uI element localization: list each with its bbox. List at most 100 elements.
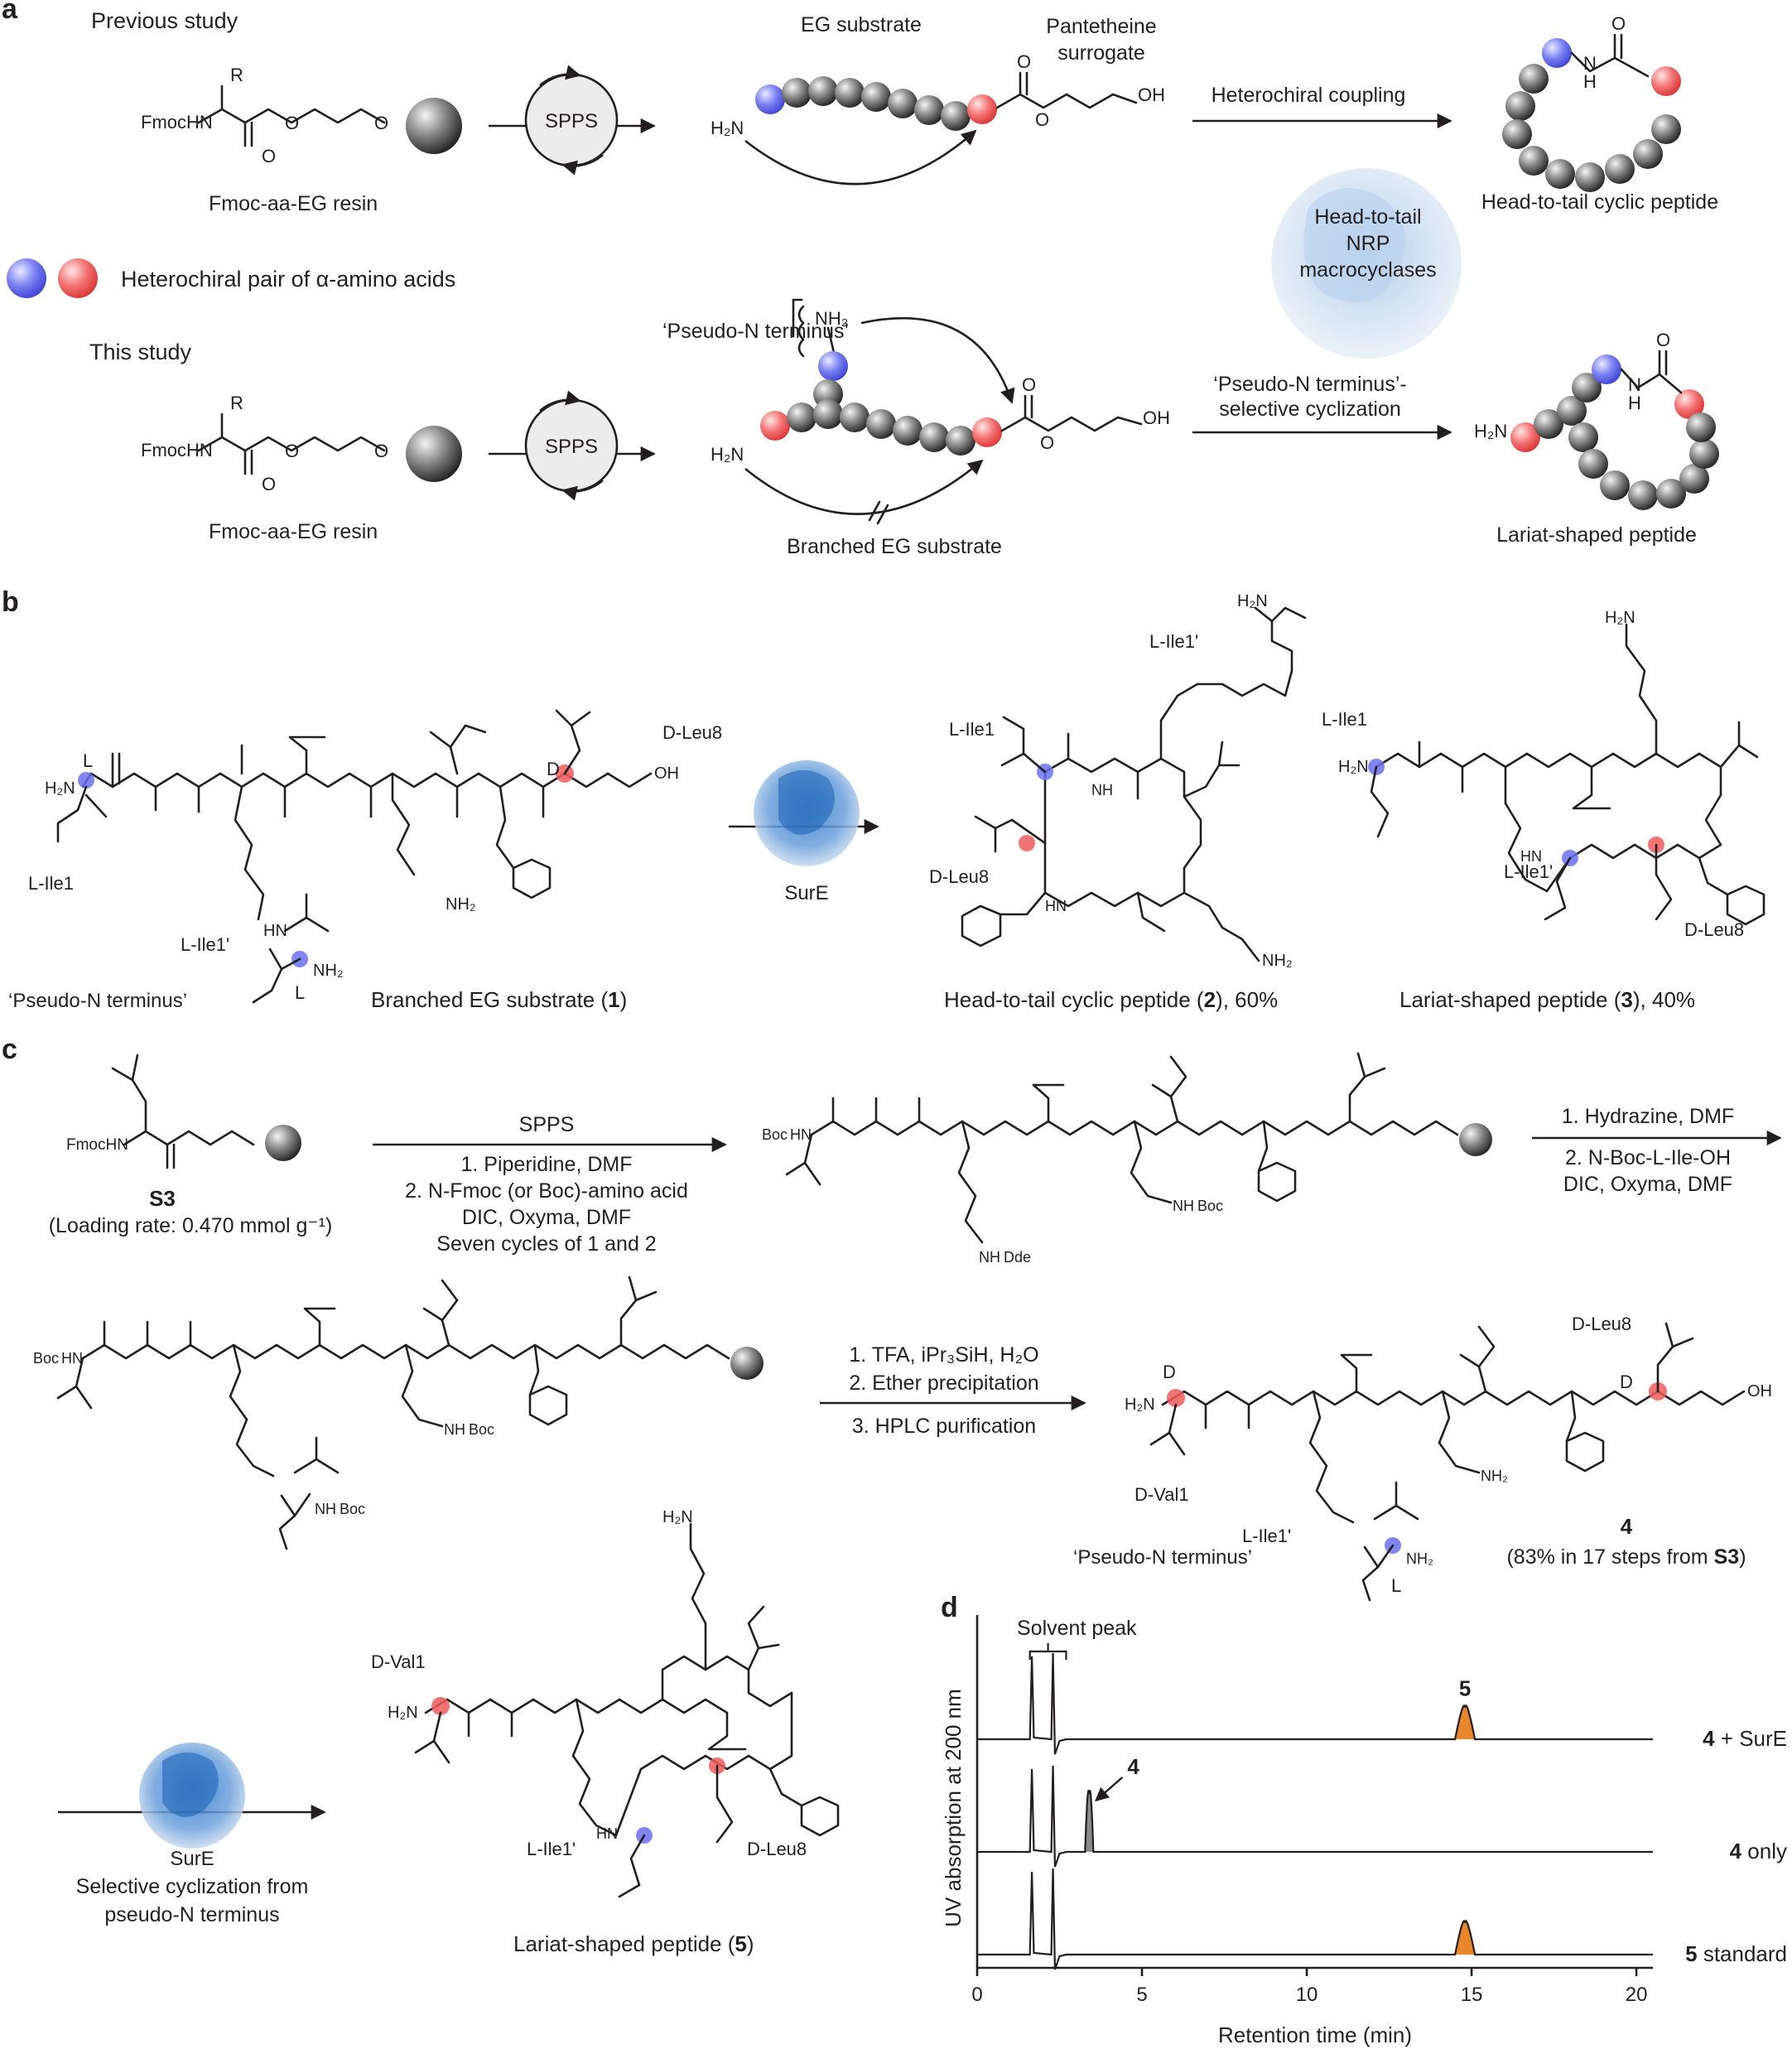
svg-text:H₂N: H₂N	[1605, 609, 1635, 627]
branched-substrate: NH₂ H₂N O O OH	[711, 298, 1170, 525]
spps-top: SPPS	[489, 65, 656, 176]
svg-text:O: O	[1611, 13, 1626, 34]
peak-label-0-0: 5	[1459, 1676, 1471, 1701]
svg-text:R: R	[230, 393, 243, 413]
svg-text:O: O	[1656, 330, 1670, 350]
svg-text:selective cyclization: selective cyclization	[1219, 398, 1401, 421]
sure-enzyme-b: SurE	[729, 760, 879, 904]
svg-text:HN: HN	[596, 1825, 618, 1842]
heterochiral-pair-label: Heterochiral pair of α-amino acids	[121, 267, 455, 292]
resin-linear-peptide: Boc HN NH Dde NH Boc	[762, 1052, 1492, 1266]
svg-text:L-Ile1: L-Ile1	[28, 873, 74, 894]
svg-text:O: O	[262, 146, 276, 166]
svg-text:Boc: Boc	[469, 1421, 494, 1438]
lariat-peptide-5: D-Val1 H₂N H₂N L-Ile1' D-Leu8 HN	[371, 1508, 840, 1898]
compound-4-label: 4	[1621, 1514, 1633, 1539]
svg-text:N: N	[1583, 53, 1597, 74]
legend-red-residue	[58, 258, 98, 298]
eg-substrate-label: EG substrate	[801, 13, 922, 36]
x-tick-label-10: 10	[1296, 1984, 1318, 2006]
svg-text:SurE: SurE	[170, 1848, 214, 1870]
pseudo-n-label-c: ‘Pseudo-N terminus’	[1073, 1546, 1252, 1569]
trace-0	[977, 1652, 1653, 1755]
resin-label-top: Fmoc-aa-EG resin	[209, 192, 378, 215]
compound-4-yield: (83% in 17 steps from S3)	[1506, 1545, 1746, 1569]
svg-text:L-Ile1': L-Ile1'	[1242, 1526, 1291, 1546]
svg-text:NH₂: NH₂	[815, 308, 848, 329]
svg-text:NH: NH	[979, 1249, 1000, 1266]
svg-text:O: O	[1017, 51, 1031, 72]
solvent-peak-label: Solvent peak	[1017, 1617, 1137, 1640]
svg-text:OH: OH	[1138, 84, 1165, 105]
svg-text:FmocHN: FmocHN	[141, 440, 213, 460]
svg-text:NH: NH	[1091, 782, 1113, 798]
svg-text:D-Leu8: D-Leu8	[929, 866, 989, 887]
svg-text:L-Ile1': L-Ile1'	[527, 1839, 576, 1859]
x-tick-label-0: 0	[971, 1984, 982, 2006]
svg-text:HN: HN	[1520, 848, 1542, 865]
svg-text:NH: NH	[444, 1421, 465, 1438]
svg-text:SurE: SurE	[784, 882, 828, 904]
svg-text:D-Leu8: D-Leu8	[747, 1839, 807, 1859]
resin-bead	[406, 98, 462, 154]
svg-text:NH: NH	[1173, 1198, 1194, 1214]
svg-text:NH₂: NH₂	[1406, 1550, 1433, 1567]
svg-text:3. HPLC purification: 3. HPLC purification	[852, 1415, 1036, 1438]
lariat-peptide-a: H₂N O H N	[1474, 330, 1719, 510]
panel-label-d: d	[941, 1592, 958, 1623]
s3-label: S3	[149, 1186, 176, 1211]
svg-text:D-Val1: D-Val1	[371, 1651, 426, 1672]
svg-text:1. Piperidine, DMF: 1. Piperidine, DMF	[460, 1153, 632, 1176]
substrate-1-structure: H₂N L L-Ile1 D	[28, 709, 722, 1004]
lariat-peptide-3-caption: Lariat-shaped peptide (3), 40%	[1399, 987, 1695, 1012]
svg-text:OH: OH	[1143, 407, 1170, 428]
macrocyclase-protein: Head-to-tail NRP macrocyclases	[1271, 168, 1462, 359]
svg-text:NH₂: NH₂	[313, 962, 344, 980]
svg-text:L-Ile1': L-Ile1'	[1149, 631, 1198, 652]
panel-label-b: b	[2, 586, 19, 618]
selective-cyclization-1: Selective cyclization from	[76, 1875, 309, 1898]
branched-substrate-label: Branched EG substrate	[787, 535, 1002, 558]
svg-text:H₂N: H₂N	[1474, 421, 1507, 441]
svg-text:H: H	[1583, 71, 1597, 92]
svg-text:Boc: Boc	[762, 1126, 788, 1143]
svg-text:L-Ile1: L-Ile1	[949, 719, 995, 740]
svg-text:Pantetheine: Pantetheine	[1046, 15, 1156, 38]
svg-text:L-Ile1': L-Ile1'	[1504, 861, 1553, 882]
trace-2	[977, 1868, 1653, 1970]
this-study-label: This study	[89, 340, 192, 364]
svg-text:O: O	[1035, 109, 1049, 130]
cyclic-peptide-2: L-Ile1 L-Ile1' D-Leu8 H₂N NH₂ NH HN	[929, 592, 1307, 970]
svg-text:HN: HN	[61, 1350, 83, 1367]
resin-structure-bottom: R FmocHN O O O	[141, 393, 462, 494]
pseudo-n-label-b: ‘Pseudo-N terminus’	[8, 990, 187, 1012]
panel-a: a Previous study R FmocHN O O O Fmoc-aa-…	[2, 0, 1719, 558]
svg-text:DIC, Oxyma, DMF: DIC, Oxyma, DMF	[462, 1206, 631, 1229]
svg-text:Boc: Boc	[33, 1350, 59, 1367]
svg-text:Fmoc-aa-EG resin: Fmoc-aa-EG resin	[209, 520, 378, 543]
series-label-1: 4 only	[1730, 1839, 1787, 1863]
svg-text:OH: OH	[1747, 1382, 1772, 1401]
spps-bottom: SPPS	[489, 390, 656, 501]
solvent-bracket	[1028, 1650, 1067, 1660]
svg-text:H₂N: H₂N	[1338, 758, 1369, 776]
svg-text:NH: NH	[315, 1501, 336, 1517]
svg-text:O: O	[285, 441, 299, 461]
pseudo-n-label-a: ‘Pseudo-N terminus’	[662, 320, 849, 343]
svg-text:2. Ether precipitation: 2. Ether precipitation	[849, 1372, 1038, 1395]
cyclic-peptide-label: Head-to-tail cyclic peptide	[1481, 190, 1718, 214]
svg-text:OH: OH	[654, 764, 679, 783]
cyclic-peptide-2-caption: Head-to-tail cyclic peptide (2), 60%	[944, 987, 1278, 1012]
svg-text:H₂N: H₂N	[711, 444, 744, 465]
svg-text:N: N	[1628, 374, 1641, 395]
svg-text:O: O	[262, 474, 276, 494]
svg-text:O: O	[1022, 374, 1036, 395]
svg-text:D: D	[547, 759, 560, 779]
svg-text:1. Hydrazine, DMF: 1. Hydrazine, DMF	[1562, 1105, 1734, 1128]
svg-text:R: R	[230, 65, 243, 85]
panel-label-a: a	[2, 0, 18, 25]
svg-text:L-Ile1': L-Ile1'	[181, 934, 229, 955]
svg-text:‘Pseudo-N terminus’-: ‘Pseudo-N terminus’-	[1213, 373, 1406, 396]
